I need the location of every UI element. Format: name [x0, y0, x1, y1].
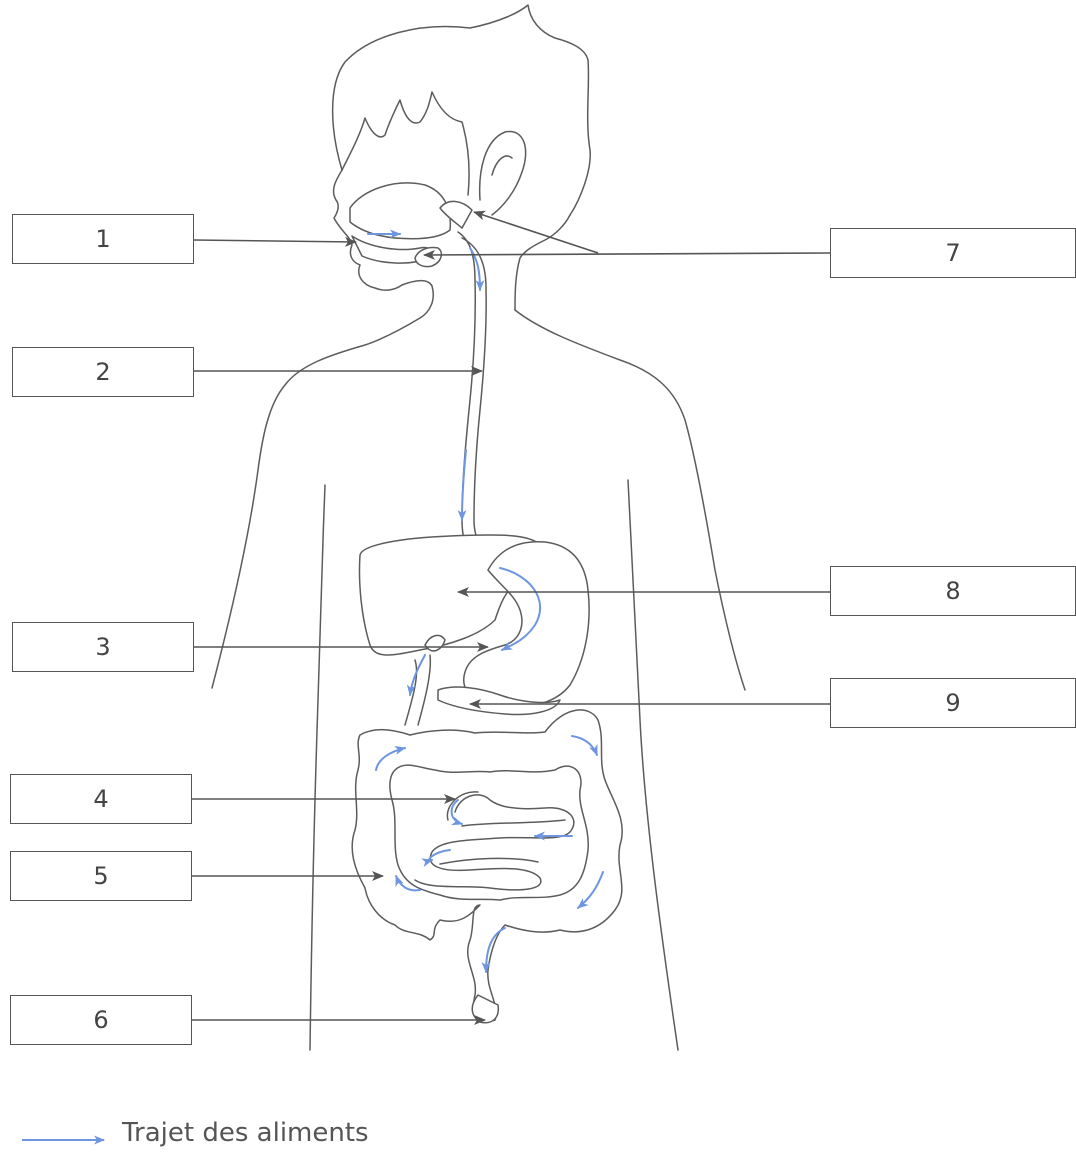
label-number: 1 — [95, 225, 110, 253]
label-number: 4 — [93, 785, 108, 813]
legend-label: Trajet des aliments — [122, 1118, 369, 1148]
label-number: 5 — [93, 862, 108, 890]
label-number: 3 — [95, 633, 110, 661]
pointer-7 — [424, 253, 830, 255]
label-box-3[interactable]: 3 — [12, 622, 194, 672]
label-number: 2 — [95, 358, 110, 386]
label-box-2[interactable]: 2 — [12, 347, 194, 397]
label-box-1[interactable]: 1 — [12, 214, 194, 264]
rectum — [472, 995, 498, 1023]
label-box-6[interactable]: 6 — [10, 995, 192, 1045]
label-box-8[interactable]: 8 — [830, 566, 1076, 616]
label-number: 8 — [945, 577, 960, 605]
label-number: 9 — [945, 689, 960, 717]
esophagus — [458, 232, 498, 570]
pointer-7b — [474, 212, 598, 253]
label-box-5[interactable]: 5 — [10, 851, 192, 901]
label-number: 6 — [93, 1006, 108, 1034]
label-box-9[interactable]: 9 — [830, 678, 1076, 728]
large-intestine-inner — [390, 765, 588, 900]
label-box-4[interactable]: 4 — [10, 774, 192, 824]
label-number: 7 — [945, 239, 960, 267]
pointer-1 — [194, 240, 356, 242]
label-box-7[interactable]: 7 — [830, 228, 1076, 278]
